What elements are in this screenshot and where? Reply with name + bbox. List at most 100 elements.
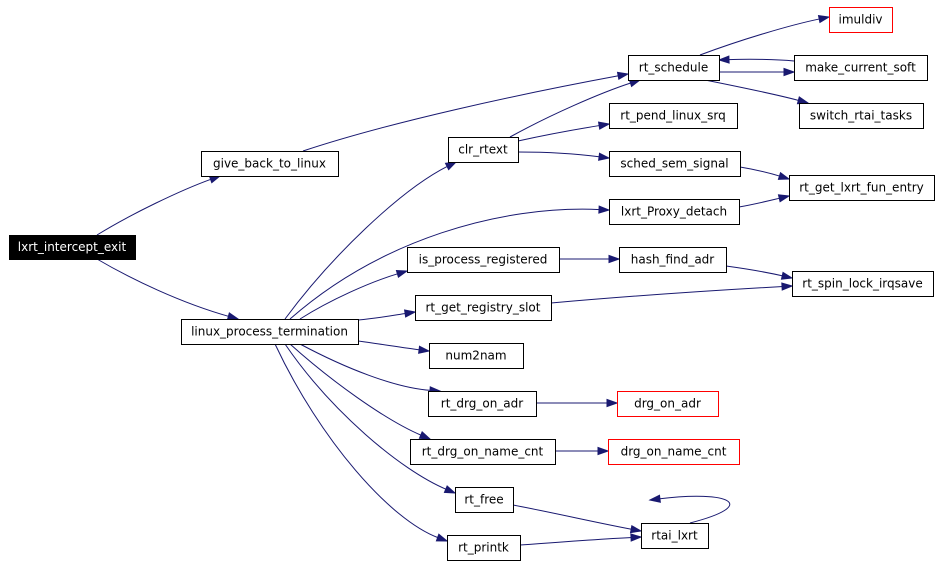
arrowhead — [444, 161, 458, 171]
edge-rtai-lxrt-to-rtai-lxrt — [648, 494, 731, 524]
arrowhead — [781, 282, 794, 291]
arrowhead — [796, 96, 810, 105]
node-box[interactable] — [794, 55, 928, 81]
edge-linux-process-termination-to-rt-get-registry-slot — [357, 309, 417, 321]
node-box[interactable] — [410, 439, 556, 465]
node-label: give_back_to_linux — [213, 157, 326, 171]
edge-line — [725, 265, 784, 277]
node-box[interactable] — [792, 271, 934, 297]
node-drg-on-name-cnt[interactable]: drg_on_name_cnt — [608, 439, 740, 465]
node-switch-rtai-tasks[interactable]: switch_rtai_tasks — [799, 103, 924, 129]
node-num2nam[interactable]: num2nam — [429, 343, 524, 369]
node-rt-get-lxrt-fun-entry[interactable]: rt_get_lxrt_fun_entry — [789, 175, 935, 201]
node-clr-rtext[interactable]: clr_rtext — [448, 137, 519, 163]
node-box[interactable] — [181, 319, 359, 345]
edge-clr-rtext-to-sched-sem-signal — [517, 151, 611, 161]
edge-line — [299, 343, 432, 391]
node-box[interactable] — [407, 247, 560, 273]
arrowhead — [418, 345, 431, 354]
node-box[interactable] — [609, 199, 740, 225]
node-label: rt_spin_lock_irqsave — [802, 277, 922, 291]
arrowhead — [630, 533, 643, 542]
node-rt-drg-on-adr[interactable]: rt_drg_on_adr — [428, 391, 537, 417]
edge-linux-process-termination-to-num2nam — [357, 340, 431, 354]
node-box[interactable] — [447, 535, 521, 561]
edge-hash-find-adr-to-rt-spin-lock-irqsave — [725, 265, 794, 280]
node-label: rt_get_registry_slot — [426, 301, 541, 315]
node-imuldiv[interactable]: imuldiv — [829, 7, 893, 33]
node-label: clr_rtext — [458, 143, 508, 157]
node-lxrt-Proxy-detach[interactable]: lxrt_Proxy_detach — [609, 199, 740, 225]
edge-line — [302, 75, 620, 152]
node-rt-schedule[interactable]: rt_schedule — [628, 55, 720, 81]
edge-rt-drg-on-adr-to-drg-on-adr — [536, 398, 619, 408]
node-box[interactable] — [415, 295, 552, 321]
nodes-layer: lxrt_intercept_exit give_back_to_linuxlin… — [9, 7, 935, 561]
node-box[interactable] — [829, 7, 893, 33]
arrowhead — [435, 533, 449, 542]
edge-line — [509, 82, 632, 138]
arrowhead — [226, 312, 240, 321]
edge-line — [96, 258, 230, 318]
node-rt-printk[interactable]: rt_printk — [447, 535, 521, 561]
edge-line — [357, 312, 407, 321]
node-rt-drg-on-name-cnt[interactable]: rt_drg_on_name_cnt — [410, 439, 556, 465]
node-box[interactable] — [617, 391, 719, 417]
node-label: rt_printk — [458, 541, 509, 555]
arrowhead — [817, 14, 831, 24]
edge-linux-process-termination-to-rt-printk — [274, 343, 449, 542]
edge-line — [289, 208, 601, 320]
node-rtai-lxrt[interactable]: rtai_lxrt — [641, 523, 709, 549]
node-label: linux_process_termination — [191, 325, 348, 339]
node-box[interactable] — [619, 247, 727, 273]
node-box[interactable] — [789, 175, 935, 201]
edge-line — [274, 343, 439, 539]
node-rt-get-registry-slot[interactable]: rt_get_registry_slot — [415, 295, 552, 321]
node-hash-find-adr[interactable]: hash_find_adr — [619, 247, 727, 273]
node-box[interactable] — [609, 151, 741, 177]
edge-lxrt-intercept-exit-to-linux-process-termination — [96, 258, 240, 321]
node-box[interactable] — [428, 391, 537, 417]
edge-line — [289, 343, 422, 436]
arrowhead — [606, 398, 619, 408]
node-label: is_process_registered — [419, 253, 548, 267]
node-rt-free[interactable]: rt_free — [455, 487, 514, 513]
edge-line — [512, 504, 633, 530]
node-make-current-soft[interactable]: make_current_soft — [794, 55, 928, 81]
edge-rt-schedule-to-make-current-soft — [719, 67, 796, 77]
edge-rt-free-to-rtai-lxrt — [512, 504, 643, 534]
node-box[interactable] — [628, 55, 720, 81]
edge-give-back-to-linux-to-rt-schedule — [302, 71, 630, 152]
edge-make-current-soft-to-rt-schedule — [717, 55, 795, 64]
node-box[interactable] — [448, 137, 519, 163]
arrowhead — [443, 485, 457, 494]
node-box[interactable] — [608, 439, 740, 465]
node-label: drg_on_name_cnt — [621, 445, 727, 459]
edge-line — [699, 18, 821, 56]
node-label: sched_sem_signal — [620, 157, 728, 171]
edge-rt-get-registry-slot-to-rt-spin-lock-irqsave — [550, 282, 794, 304]
edge-rt-schedule-to-switch-rtai-tasks — [704, 79, 810, 105]
node-rt-pend-linux-srq[interactable]: rt_pend_linux_srq — [609, 103, 738, 129]
node-give-back-to-linux[interactable]: give_back_to_linux — [201, 151, 339, 177]
node-linux-process-termination[interactable]: linux_process_termination — [181, 319, 359, 345]
edge-line — [739, 166, 781, 177]
node-box[interactable] — [799, 103, 924, 129]
node-sched-sem-signal[interactable]: sched_sem_signal — [609, 151, 741, 177]
node-box[interactable] — [9, 235, 136, 260]
node-rt-spin-lock-irqsave[interactable]: rt_spin_lock_irqsave — [792, 271, 934, 297]
node-box[interactable] — [201, 151, 339, 177]
node-drg-on-adr[interactable]: drg_on_adr — [617, 391, 719, 417]
edge-lxrt-Proxy-detach-to-rt-get-lxrt-fun-entry — [738, 194, 791, 208]
node-box[interactable] — [641, 523, 709, 549]
node-lxrt-intercept-exit[interactable]: lxrt_intercept_exit — [9, 235, 136, 260]
node-label: lxrt_Proxy_detach — [621, 205, 727, 219]
node-is-process-registered[interactable]: is_process_registered — [407, 247, 560, 273]
node-label: rt_schedule — [639, 61, 708, 75]
edge-clr-rtext-to-rt-pend-linux-srq — [517, 121, 611, 142]
node-box[interactable] — [609, 103, 738, 129]
node-box[interactable] — [455, 487, 514, 513]
node-box[interactable] — [429, 343, 524, 369]
edge-line — [658, 495, 731, 524]
